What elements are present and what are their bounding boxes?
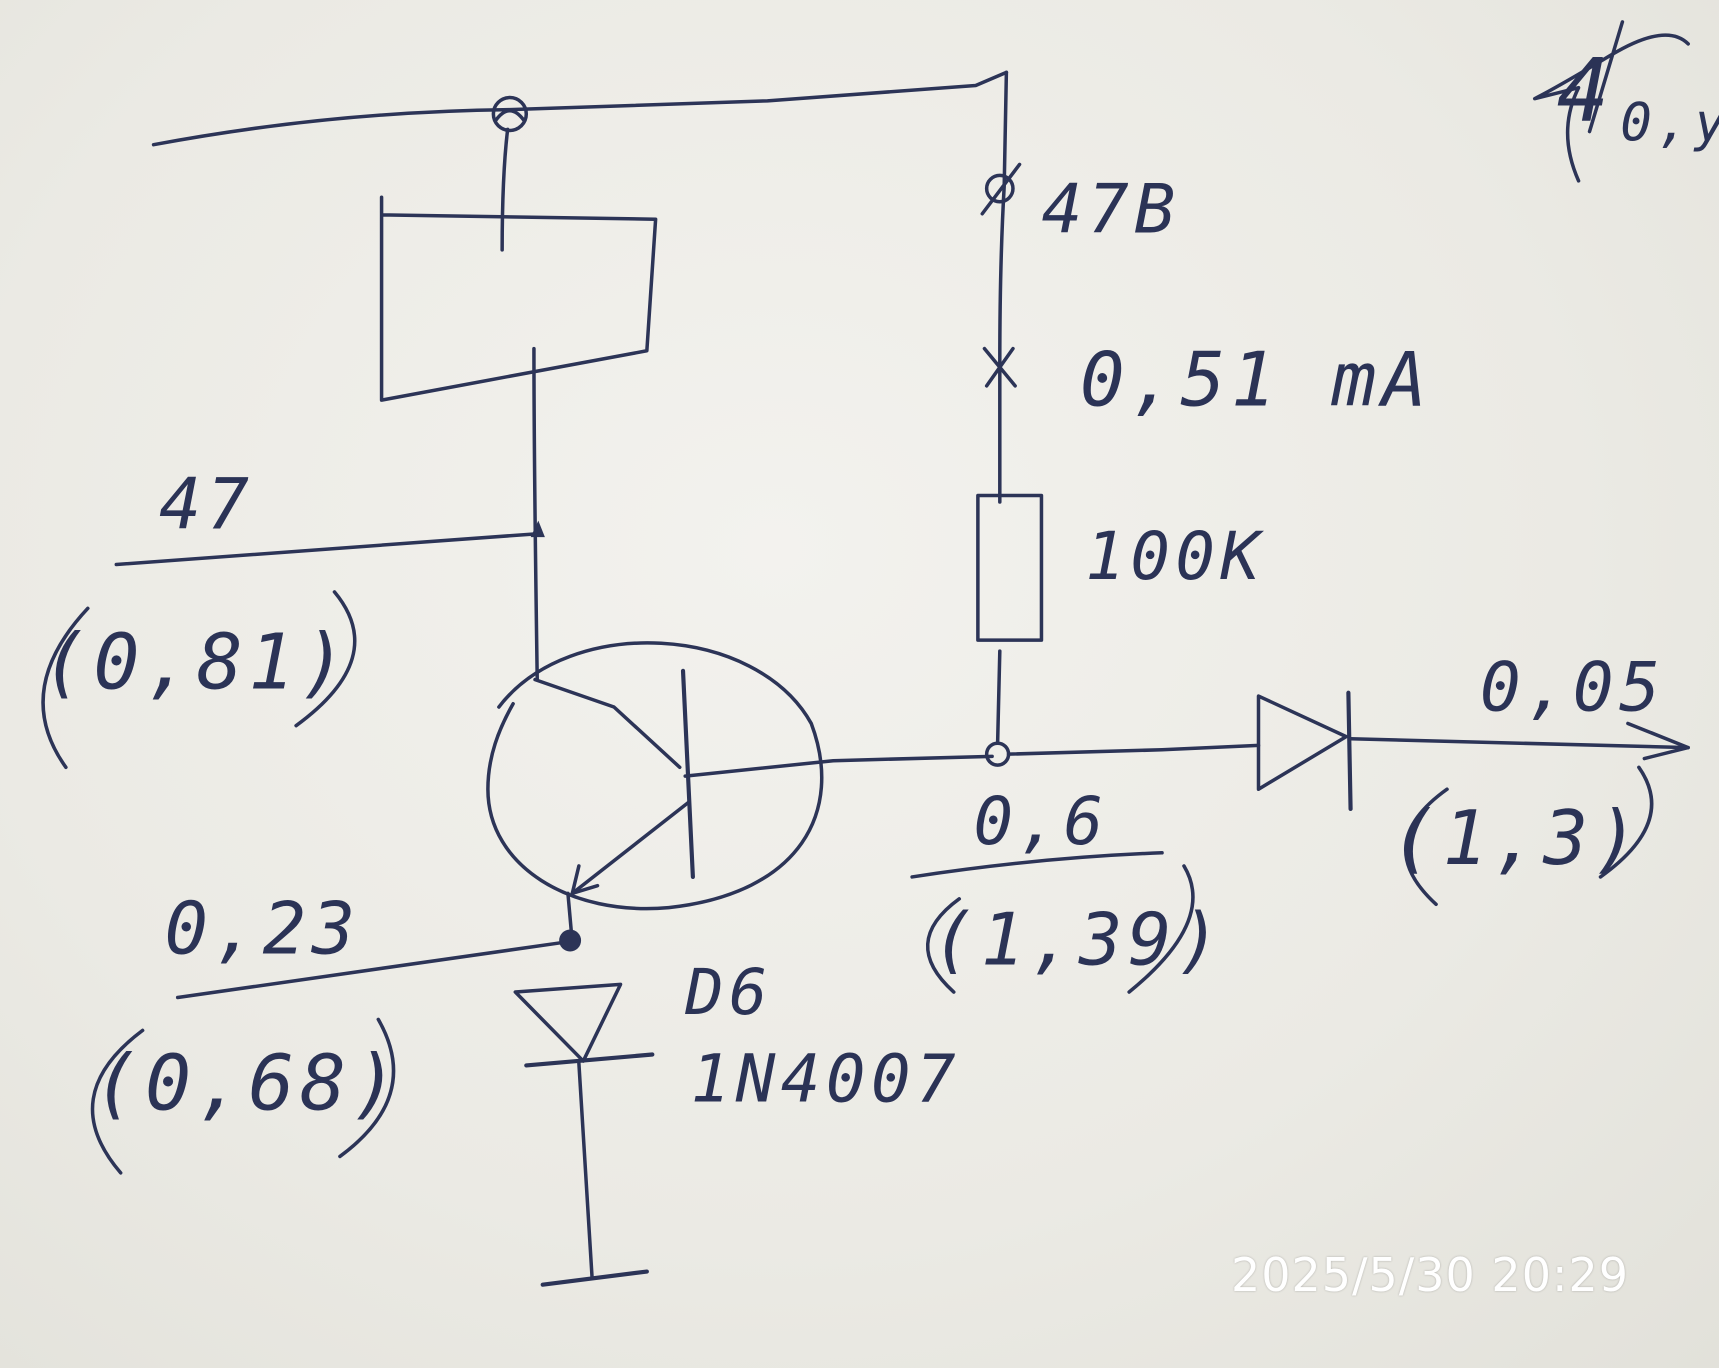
- emitter-alt-voltage-label: (0,68): [93, 1039, 403, 1128]
- corner-scribble: [1532, 20, 1690, 183]
- output-bracket-left: [1403, 787, 1449, 907]
- emitter-bracket-right: [338, 1017, 396, 1159]
- transistor-collector: [533, 677, 682, 770]
- emitter-node: [559, 929, 582, 952]
- resistor-100k: [976, 493, 1044, 642]
- supply-branch: [998, 70, 1009, 504]
- output-arrow-icon: [1626, 721, 1690, 761]
- corner-note-2-label: 0,y: [1620, 92, 1719, 153]
- base-bracket-right: [1127, 864, 1195, 994]
- relay-coil: [379, 195, 658, 402]
- transistor-emitter: [570, 800, 691, 896]
- supply-voltage-label: 47B: [1041, 170, 1180, 249]
- relay-top-lead: [500, 127, 510, 252]
- diode-part-label: 1N4007: [691, 1041, 961, 1118]
- resistor-label: 100K: [1085, 518, 1265, 595]
- base-voltage-label: 0,6: [974, 783, 1109, 860]
- base-measure-line: [910, 851, 1164, 879]
- collector-bracket-right: [294, 590, 357, 728]
- emitter-arrow-icon: [570, 864, 600, 896]
- diode-reference-label: D6: [684, 955, 772, 1029]
- corner-note-label: 4: [1557, 40, 1615, 142]
- supply-rail: [151, 70, 1009, 147]
- base-alt-voltage-label: (1,39): [932, 899, 1226, 983]
- current-test-point: [982, 346, 1017, 388]
- emitter-voltage-label: 0,23: [165, 888, 361, 972]
- rail-junction-node: [491, 95, 529, 133]
- ground-symbol: [540, 1269, 649, 1287]
- photo-timestamp: 2025/5/30 20:29: [1230, 1248, 1629, 1302]
- voltage-test-point: [980, 162, 1022, 216]
- base-node: [984, 741, 1011, 767]
- transistor-circle: [486, 641, 824, 911]
- output-diode: [1256, 690, 1353, 812]
- output-bracket-right: [1598, 765, 1654, 879]
- current-label: 0,51 mA: [1080, 337, 1432, 424]
- output-alt-voltage-label: (1,3): [1392, 795, 1644, 882]
- collector-alt-voltage-label: (0,81): [42, 618, 352, 707]
- base-bracket-left: [925, 897, 962, 994]
- output-wire: [1006, 737, 1690, 756]
- collector-lead: [532, 346, 539, 682]
- ground-lead: [577, 1061, 594, 1279]
- collector-measure-line: [114, 532, 538, 567]
- transistor-base-bar: [680, 668, 695, 880]
- diode-d6: [513, 982, 655, 1068]
- base-lead: [683, 754, 994, 778]
- emitter-measure-line: [175, 940, 564, 1000]
- collector-bracket-left: [41, 606, 90, 770]
- emitter-bracket-left: [90, 1028, 145, 1175]
- output-voltage-label: 0,05: [1480, 648, 1666, 727]
- collector-voltage-label: 47: [159, 463, 254, 545]
- resistor-bottom-lead: [995, 649, 1002, 745]
